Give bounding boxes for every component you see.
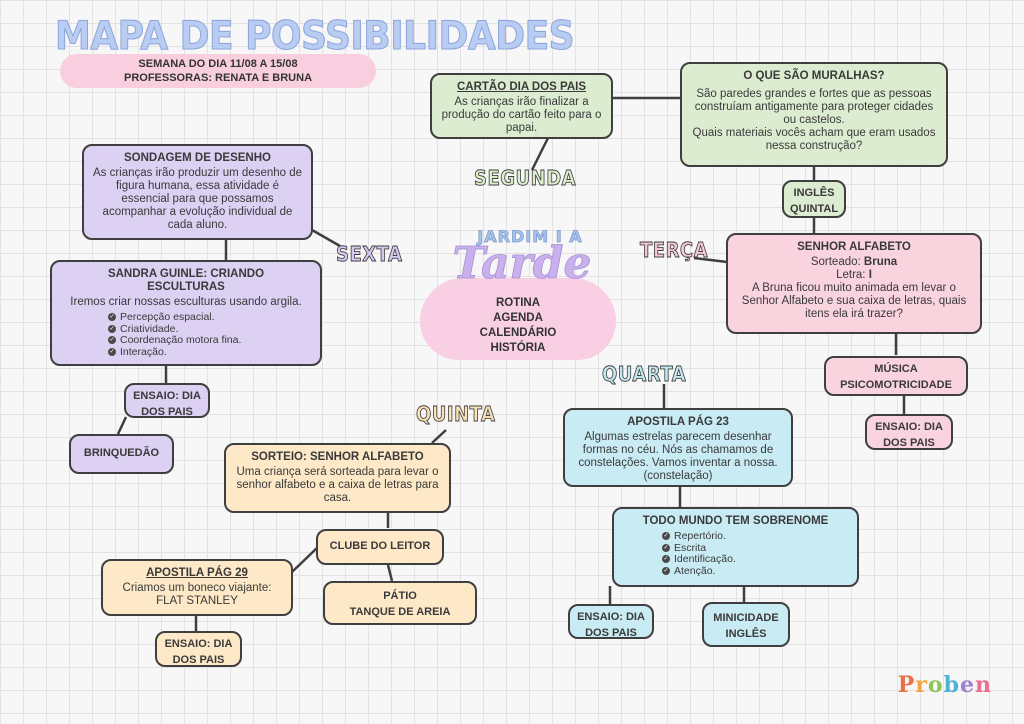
card-text: Iremos criar nossas esculturas usando ar…	[70, 296, 302, 308]
day-label-monday: SEGUNDA	[474, 166, 577, 191]
card-title: TODO MUNDO TEM SOBRENOME	[642, 515, 829, 527]
card-patio: PÁTIO TANQUE DE AREIA	[323, 581, 477, 625]
list-item: Percepção espacial.	[108, 311, 312, 324]
card-rehearsal-thursday: ENSAIO: DIA DOS PAIS	[155, 631, 242, 667]
activity-label: DOS PAIS	[172, 654, 225, 666]
activity-label: PÁTIO	[383, 590, 417, 602]
activity-label: ENSAIO: DIA	[133, 390, 201, 402]
card-text: Criamos um boneco viajante:	[122, 582, 272, 594]
list-item: Atenção.	[662, 565, 849, 578]
week-label: SEMANA DO DIA 11/08 A 15/08	[138, 58, 298, 70]
activity-label: MINICIDADE	[713, 612, 779, 624]
list-item: Identificação.	[662, 553, 849, 566]
activity-label: TANQUE DE AREIA	[349, 606, 451, 618]
teachers-label: PROFESSORAS: RENATA E BRUNA	[123, 72, 313, 84]
card-drawing-survey: SONDAGEM DE DESENHO As crianças irão pro…	[82, 144, 313, 240]
card-surname: TODO MUNDO TEM SOBRENOME Repertório. Esc…	[612, 507, 859, 587]
card-text: As crianças irão finalizar a produção do…	[441, 96, 602, 134]
card-draw-alphabet: SORTEIO: SENHOR ALFABETO Uma criança ser…	[224, 443, 451, 513]
card-title: SORTEIO: SENHOR ALFABETO	[251, 451, 424, 463]
card-rehearsal-tuesday: ENSAIO: DIA DOS PAIS	[865, 414, 953, 450]
card-apostila-29: APOSTILA PÁG 29 Criamos um boneco viajan…	[101, 559, 293, 616]
card-title: O QUE SÃO MURALHAS?	[743, 70, 885, 82]
day-label-wednesday: QUARTA	[602, 362, 687, 387]
card-title: SONDAGEM DE DESENHO	[124, 152, 271, 164]
activity-label: DOS PAIS	[585, 627, 637, 639]
activity-label: DOS PAIS	[141, 406, 193, 418]
card-apostila-23: APOSTILA PÁG 23 Algumas estrelas parecem…	[563, 408, 793, 487]
activity-label: CLUBE DO LEITOR	[329, 540, 431, 552]
list-item: Criatividade.	[108, 323, 312, 336]
card-english-yard: INGLÊS QUINTAL	[782, 180, 846, 218]
card-rehearsal-friday: ENSAIO: DIA DOS PAIS	[124, 383, 210, 418]
activity-label: INGLÊS	[793, 187, 835, 199]
card-fathers-day: CARTÃO DIA DOS PAIS As crianças irão fin…	[430, 73, 613, 139]
activity-label: ENSAIO: DIA	[577, 611, 645, 623]
period-title: Tarde	[452, 238, 592, 290]
card-minicity: MINICIDADE INGLÊS	[702, 602, 790, 647]
card-text: São paredes grandes e fortes que as pess…	[694, 88, 934, 126]
routine-item: HISTÓRIA	[490, 342, 546, 354]
card-mister-alphabet: SENHOR ALFABETO Sorteado: Bruna Letra: I…	[726, 233, 982, 334]
routine-item: ROTINA	[495, 297, 541, 309]
card-text: A Bruna ficou muito animada em levar o S…	[741, 282, 967, 320]
surname-list: Repertório. Escrita Identificação. Atenç…	[662, 530, 849, 578]
activity-label: ENSAIO: DIA	[875, 421, 943, 433]
activity-label: PSICOMOTRICIDADE	[840, 379, 952, 391]
activity-label: QUINTAL	[790, 203, 839, 215]
card-text: FLAT STANLEY	[156, 595, 238, 607]
card-title: APOSTILA PÁG 29	[146, 567, 248, 579]
center-blob	[420, 278, 616, 360]
list-item: Coordenação motora fina.	[108, 334, 312, 347]
activity-label: MÚSICA	[874, 363, 918, 375]
day-label-friday: SEXTA	[336, 242, 403, 267]
card-text: Quais materiais vocês acham que eram usa…	[692, 127, 936, 152]
card-rehearsal-wednesday: ENSAIO: DIA DOS PAIS	[568, 604, 654, 639]
sculpture-list: Percepção espacial. Criatividade. Coorde…	[108, 311, 312, 359]
routine-list: ROTINA AGENDA CALENDÁRIO HISTÓRIA	[420, 296, 616, 356]
letter-label: Letra:	[836, 269, 866, 281]
brand-logo: Proben	[897, 672, 992, 698]
card-title: CARTÃO DIA DOS PAIS	[456, 81, 587, 93]
card-title: SANDRA GUINLE: CRIANDO ESCULTURAS	[107, 268, 265, 293]
routine-item: CALENDÁRIO	[479, 327, 557, 339]
list-item: Repertório.	[662, 530, 849, 543]
card-text: Algumas estrelas parecem desenhar formas…	[578, 431, 778, 482]
activity-label: INGLÊS	[725, 628, 767, 640]
header-pill: SEMANA DO DIA 11/08 A 15/08 PROFESSORAS:…	[60, 54, 376, 88]
card-reader-club: CLUBE DO LEITOR	[316, 529, 444, 565]
page-title: MAPA DE POSSIBILIDADES	[54, 13, 575, 60]
drawn-value: Bruna	[863, 256, 898, 268]
day-label-thursday: QUINTA	[416, 402, 496, 427]
card-playground: BRINQUEDÃO	[69, 434, 174, 474]
card-text: As crianças irão produzir um desenho de …	[92, 167, 303, 231]
routine-item: AGENDA	[493, 312, 543, 324]
card-sculpture: SANDRA GUINLE: CRIANDO ESCULTURAS Iremos…	[50, 260, 322, 366]
card-music: MÚSICA PSICOMOTRICIDADE	[824, 356, 968, 396]
activity-label: DOS PAIS	[883, 437, 935, 449]
card-text: Uma criança será sorteada para levar o s…	[236, 466, 439, 504]
drawn-label: Sorteado:	[810, 256, 861, 268]
letter-value: I	[868, 269, 872, 281]
card-walls: O QUE SÃO MURALHAS? São paredes grandes …	[680, 62, 948, 167]
list-item: Interação.	[108, 346, 312, 359]
activity-label: BRINQUEDÃO	[83, 447, 160, 459]
card-title: SENHOR ALFABETO	[797, 241, 911, 253]
card-title: APOSTILA PÁG 23	[627, 416, 729, 428]
list-item: Escrita	[662, 542, 849, 555]
class-name: JARDIM I A	[477, 227, 583, 247]
activity-label: ENSAIO: DIA	[164, 638, 233, 650]
day-label-tuesday: TERÇA	[640, 238, 709, 263]
